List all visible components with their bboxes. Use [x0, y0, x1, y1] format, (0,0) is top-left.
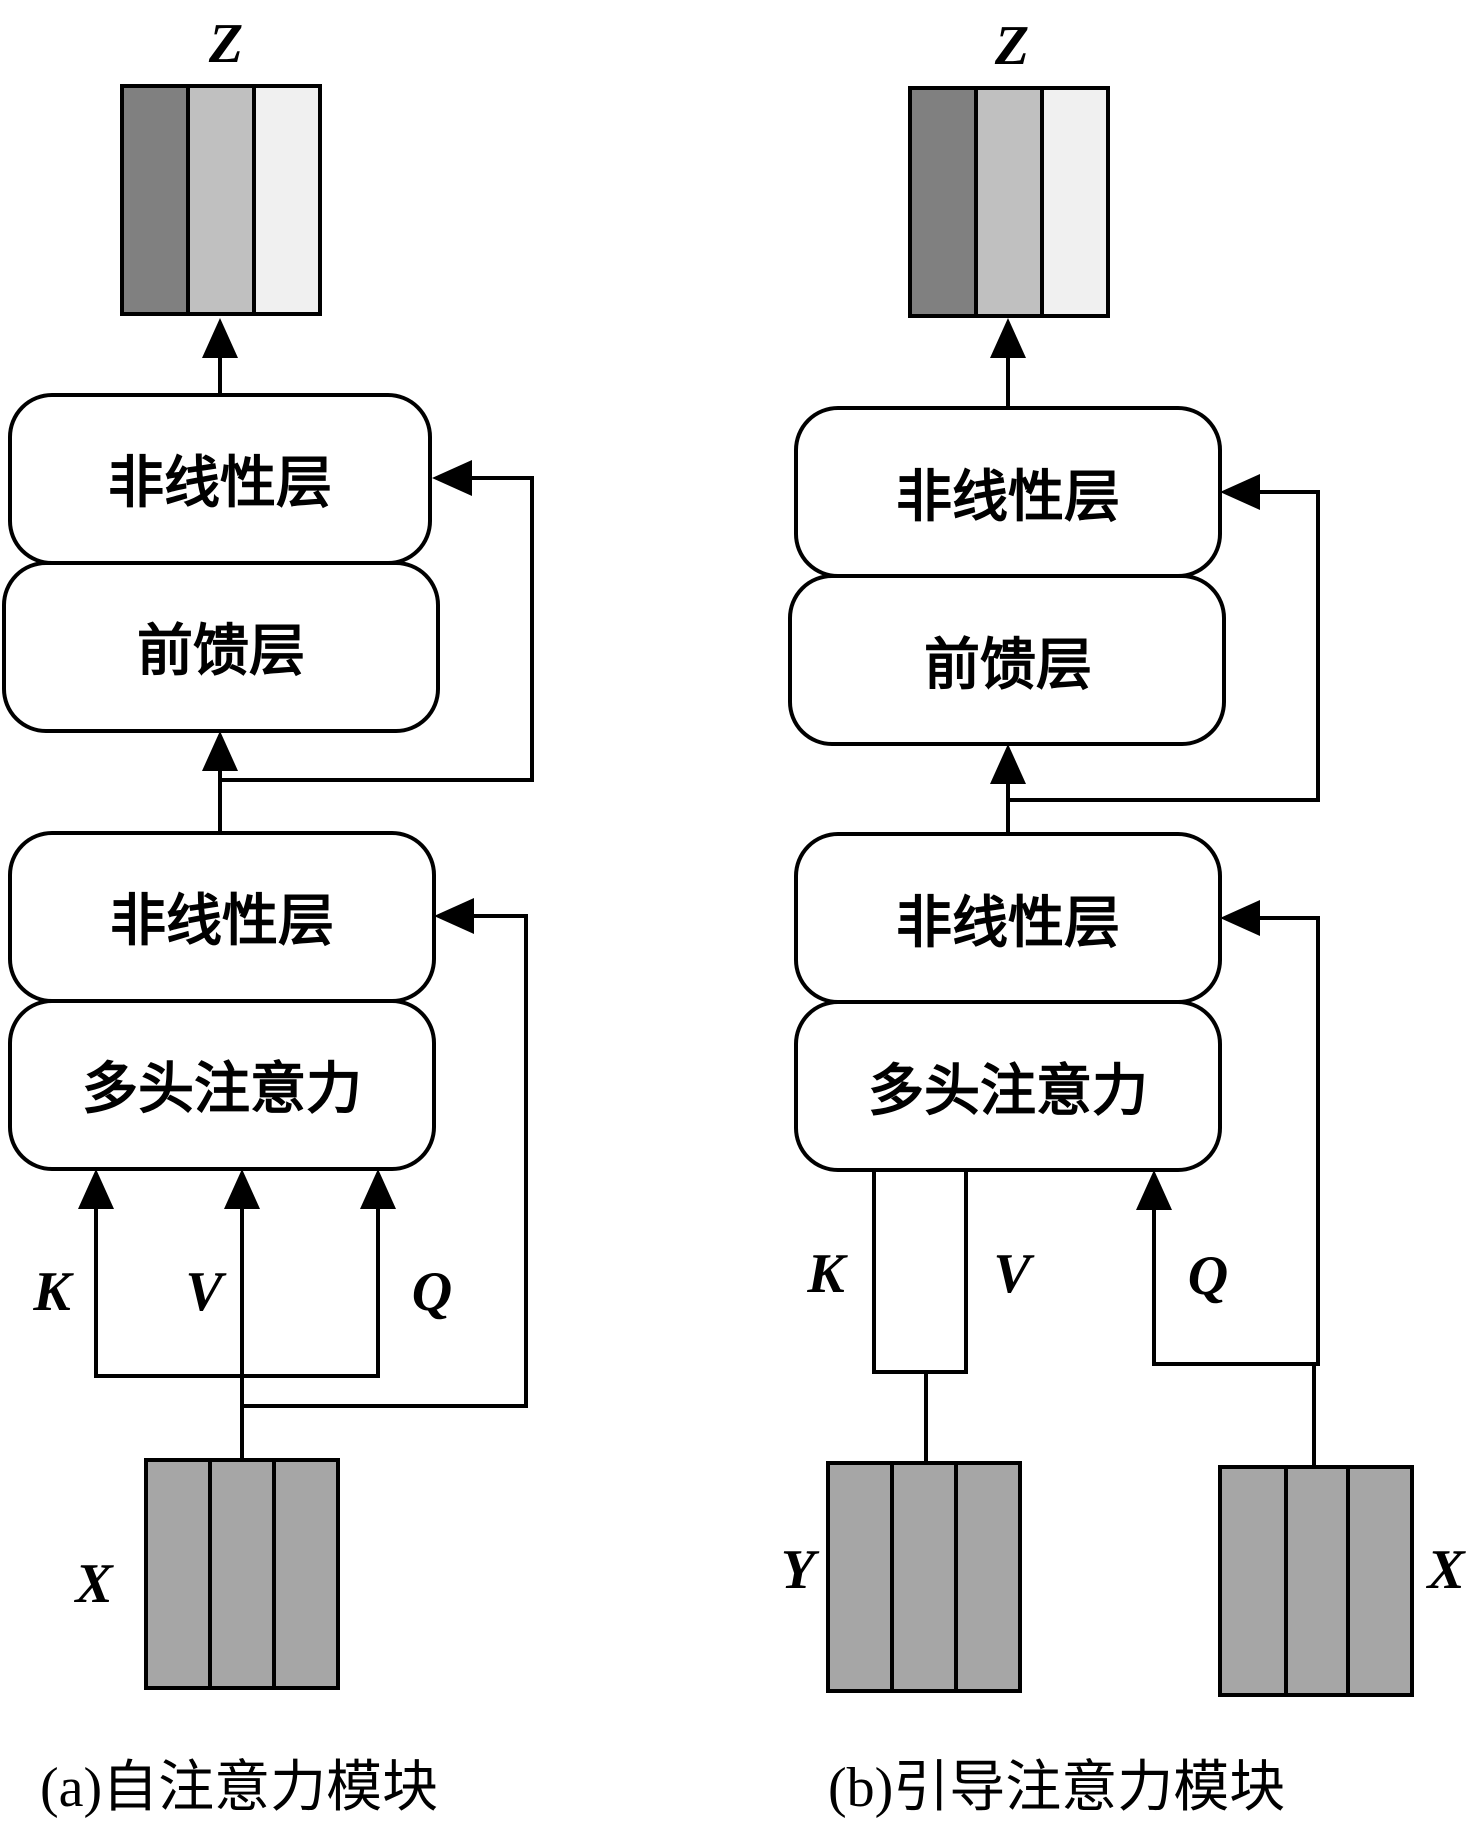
panel-a-arrow-to-feedforward-head — [202, 731, 238, 771]
panel-a-value-label: V — [185, 1261, 227, 1323]
panel-b-kv-branch — [872, 1168, 968, 1374]
panel-a-bottom-skip-arrow-head — [434, 898, 474, 934]
panel-b-query-line — [1152, 1204, 1316, 1467]
panel-a-kq-branch — [94, 1200, 380, 1378]
panel-b-feedforward-label: 前馈层 — [924, 632, 1092, 698]
panel-b-input-y-cell-3 — [954, 1461, 1022, 1693]
panel-b-output-cell-2 — [974, 86, 1044, 318]
panel-b-input-y-label: Y — [781, 1539, 820, 1601]
panel-a-feedforward-label: 前馈层 — [137, 618, 305, 684]
panel-b-input-y-matrix — [826, 1461, 1022, 1693]
panel-a-multihead-attention-label: 多头注意力 — [82, 1056, 362, 1122]
panel-b-input-x-cell-1 — [1218, 1465, 1288, 1697]
panel-a-feedforward-layer — [2, 561, 440, 733]
panel-a-input-cell-1 — [144, 1458, 212, 1690]
panel-a-caption: (a)自注意力模块 — [40, 1757, 438, 1819]
panel-a-key-label: K — [32, 1261, 74, 1323]
panel-a-value-arrow-head — [224, 1169, 260, 1209]
panel-b-value-label: V — [993, 1243, 1035, 1305]
panel-a-arrow-to-output-head — [202, 318, 238, 358]
panel-b-multihead-attention-label: 多头注意力 — [868, 1058, 1148, 1124]
panel-a-output-cell-2 — [186, 84, 256, 316]
panel-b-bottom-nonlinear-label: 非线性层 — [896, 890, 1120, 956]
panel-b-multihead-attention — [794, 1000, 1222, 1172]
panel-b-top-skip-arrow-head — [1220, 474, 1260, 510]
panel-a-output-matrix — [120, 84, 322, 316]
panel-a-self-attention: Z 非线性层 前馈层 非线性层 多头注意力 — [2, 13, 534, 1819]
panel-b-output-matrix — [908, 86, 1110, 318]
panel-a-output-label: Z — [208, 13, 243, 75]
panel-b-input-x-matrix — [1218, 1465, 1414, 1697]
panel-b-query-label: Q — [1188, 1245, 1228, 1307]
panel-a-top-nonlinear-label: 非线性层 — [108, 450, 332, 516]
panel-b-top-skip-connection — [1008, 490, 1320, 802]
panel-b-bottom-skip-connection — [1258, 916, 1320, 1366]
panel-b-bottom-skip-arrow-head — [1220, 900, 1260, 936]
panel-a-input-matrix — [144, 1458, 340, 1690]
panel-a-input-cell-3 — [272, 1458, 340, 1690]
panel-a-query-arrow-head — [360, 1169, 396, 1209]
panel-a-bottom-nonlinear-label: 非线性层 — [110, 888, 334, 954]
panel-b-arrow-to-output-head — [990, 318, 1026, 358]
panel-b-input-x-cell-2 — [1284, 1465, 1350, 1697]
panel-a-top-skip-connection — [220, 476, 534, 782]
panel-b-feedforward-layer — [788, 574, 1226, 746]
panel-a-input-cell-2 — [208, 1458, 276, 1690]
panel-a-top-skip-arrow-head — [432, 460, 472, 496]
panel-b-input-x-label: X — [1425, 1539, 1466, 1601]
panel-a-key-arrow-head — [78, 1169, 114, 1209]
panel-b-output-cell-1 — [908, 86, 978, 318]
panel-b-output-label: Z — [994, 15, 1029, 77]
panel-b-input-x-cell-3 — [1346, 1465, 1414, 1697]
panel-b-top-nonlinear-label: 非线性层 — [896, 464, 1120, 530]
panel-b-output-cell-3 — [1040, 86, 1110, 318]
panel-b-arrow-to-feedforward-head — [990, 744, 1026, 784]
panel-a-query-label: Q — [412, 1261, 452, 1323]
panel-b-input-y-cell-2 — [890, 1461, 958, 1693]
panel-b-input-y-cell-1 — [826, 1461, 894, 1693]
panel-a-input-label: X — [73, 1553, 114, 1615]
panel-b-guided-attention: Z 非线性层 前馈层 非线性层 多头注意力 K V — [781, 15, 1466, 1819]
panel-a-multihead-attention — [8, 999, 436, 1171]
panel-b-query-arrow-head — [1136, 1170, 1172, 1210]
panel-a-output-cell-3 — [252, 84, 322, 316]
panel-b-key-label: K — [806, 1243, 848, 1305]
panel-a-bottom-skip-connection — [242, 914, 528, 1408]
panel-b-caption: (b)引导注意力模块 — [828, 1757, 1285, 1819]
panel-a-output-cell-1 — [120, 84, 190, 316]
